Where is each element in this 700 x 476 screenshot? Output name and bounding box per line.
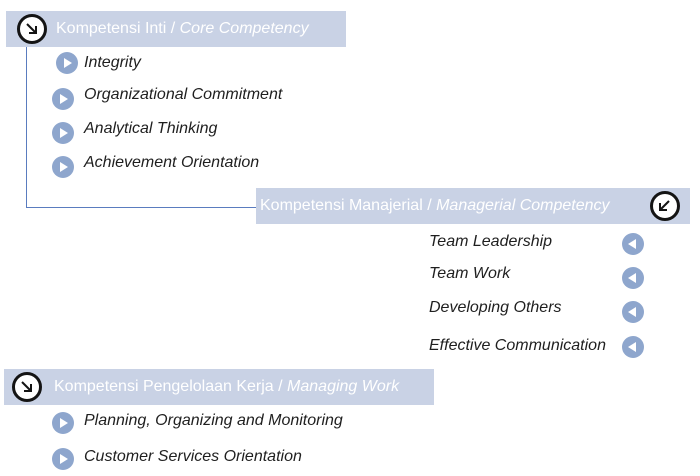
arrow-down-left-icon (650, 191, 680, 221)
core-competency-header: Kompetensi Inti / Core Competency (6, 11, 346, 47)
bullet-right-icon (52, 88, 74, 110)
connector-horizontal (26, 207, 258, 208)
bullet-right-icon (52, 448, 74, 470)
bullet-left-icon (622, 267, 644, 289)
core-title-italic: Core Competency (179, 20, 309, 37)
managing-work-header: Kompetensi Pengelolaan Kerja / Managing … (4, 369, 434, 405)
managerial-item-team-leadership: Team Leadership (429, 233, 553, 250)
core-item-analytical-thinking: Analytical Thinking (84, 120, 218, 137)
bullet-left-icon (622, 336, 644, 358)
core-item-organizational-commitment: Organizational Commitment (84, 86, 283, 103)
managerial-title-normal: Kompetensi Manajerial / (260, 197, 437, 214)
managerial-title-italic: Managerial Competency (436, 197, 610, 214)
managerial-item-developing-others: Developing Others (429, 299, 562, 316)
work-title-italic: Managing Work (287, 378, 400, 395)
core-item-integrity: Integrity (84, 54, 141, 71)
managerial-item-team-work: Team Work (429, 265, 511, 282)
bullet-right-icon (52, 156, 74, 178)
work-item-planning-organizing-monitoring: Planning, Organizing and Monitoring (84, 412, 343, 429)
bullet-right-icon (52, 412, 74, 434)
bullet-left-icon (622, 233, 644, 255)
core-item-achievement-orientation: Achievement Orientation (84, 154, 260, 171)
arrow-down-right-icon (12, 372, 42, 402)
arrow-down-right-icon (17, 14, 47, 44)
bullet-left-icon (622, 301, 644, 323)
bullet-right-icon (56, 52, 78, 74)
work-title-normal: Kompetensi Pengelolaan Kerja / (54, 378, 288, 395)
bullet-right-icon (52, 122, 74, 144)
work-item-customer-services-orientation: Customer Services Orientation (84, 448, 302, 465)
connector-vertical (26, 44, 27, 208)
managerial-competency-header: Kompetensi Manajerial / Managerial Compe… (256, 188, 690, 224)
managerial-item-effective-communication: Effective Communication (429, 337, 606, 354)
core-title-normal: Kompetensi Inti / (56, 20, 180, 37)
